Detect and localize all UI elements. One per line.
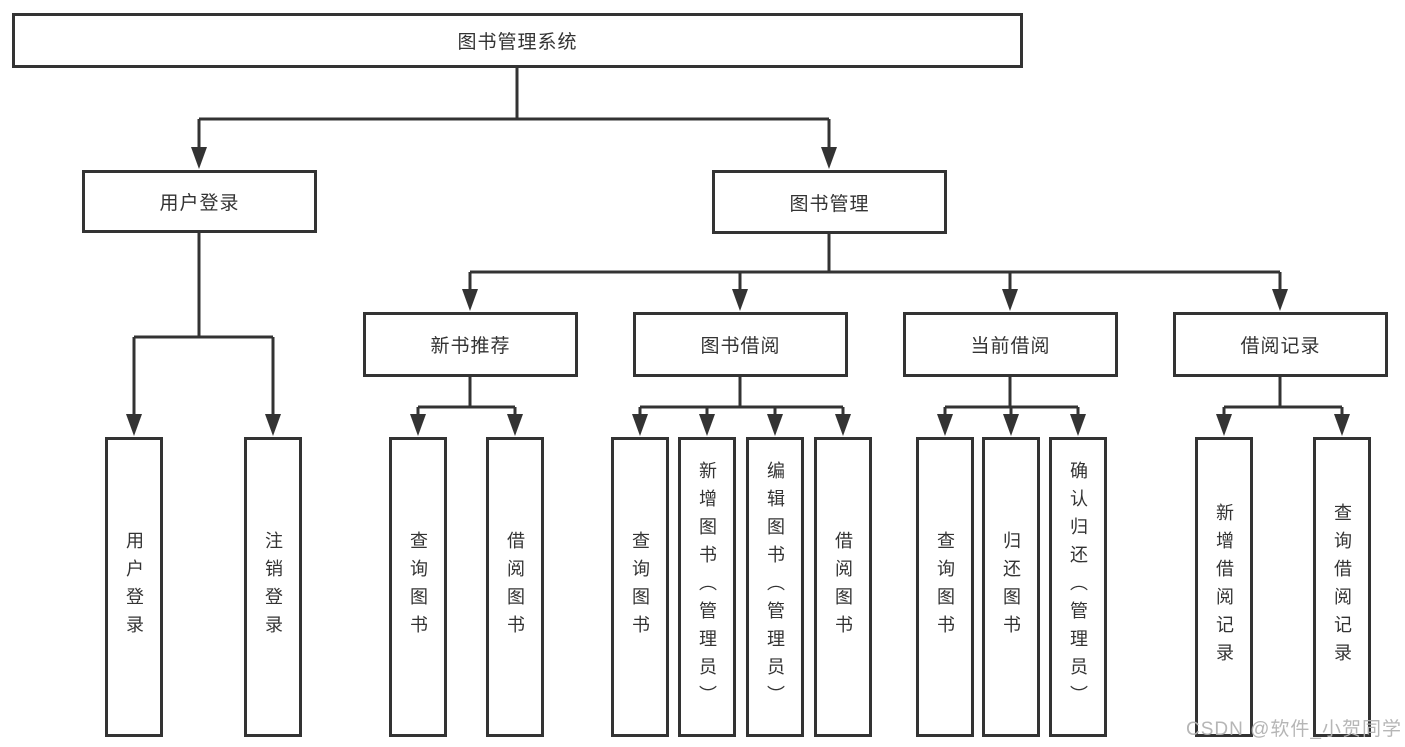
leaf-borrow-books: 借阅图书 — [814, 437, 872, 737]
leaf-query-borrow-record: 查询借阅记录 — [1313, 437, 1371, 737]
node-borrow-records: 借阅记录 — [1173, 312, 1388, 377]
leaf-add-book-admin: 新增图书（管理员） — [678, 437, 736, 737]
leaf-label: 新增图书（管理员） — [697, 461, 717, 713]
leaf-label: 查询图书 — [630, 531, 650, 643]
arrowhead-down-icon — [699, 414, 715, 436]
leaf-user-login: 用户登录 — [105, 437, 163, 737]
arrowhead-down-icon — [126, 414, 142, 436]
arrowhead-down-icon — [191, 147, 207, 169]
node-user-login: 用户登录 — [82, 170, 317, 233]
leaf-label: 确认归还（管理员） — [1068, 461, 1088, 713]
connector-current-borrow-children — [943, 377, 1080, 418]
leaf-label: 用户登录 — [124, 531, 144, 643]
node-new-book-recommend: 新书推荐 — [363, 312, 578, 377]
node-current-borrow: 当前借阅 — [903, 312, 1118, 377]
arrowhead-down-icon — [1334, 414, 1350, 436]
leaf-label: 归还图书 — [1001, 531, 1021, 643]
leaf-confirm-return-admin: 确认归还（管理员） — [1049, 437, 1107, 737]
connector-user-login-children — [132, 233, 275, 418]
leaf-logout-login: 注销登录 — [244, 437, 302, 737]
leaf-label: 新增借阅记录 — [1214, 503, 1234, 671]
arrowhead-down-icon — [410, 414, 426, 436]
leaf-add-borrow-record: 新增借阅记录 — [1195, 437, 1253, 737]
node-label: 用户登录 — [159, 193, 240, 214]
node-label: 新书推荐 — [430, 336, 511, 357]
arrowhead-down-icon — [462, 289, 478, 311]
leaf-label: 查询借阅记录 — [1332, 503, 1352, 671]
csdn-watermark: CSDN @软件_小贺同学 — [1186, 719, 1402, 740]
leaf-query-books-current: 查询图书 — [916, 437, 974, 737]
arrowhead-down-icon — [507, 414, 523, 436]
node-label: 图书管理 — [789, 193, 870, 215]
connector-book-management-children — [468, 234, 1282, 292]
connector-book-borrow-children — [638, 377, 845, 418]
node-library-management-system: 图书管理系统 — [12, 13, 1023, 68]
node-book-management: 图书管理 — [712, 170, 947, 234]
leaf-label: 借阅图书 — [833, 531, 853, 643]
leaf-borrow-books-recommend: 借阅图书 — [486, 437, 544, 737]
leaf-return-book: 归还图书 — [982, 437, 1040, 737]
arrowheads — [126, 147, 1350, 436]
leaf-query-books-borrow: 查询图书 — [611, 437, 669, 737]
arrowhead-down-icon — [1216, 414, 1232, 436]
arrowhead-down-icon — [632, 414, 648, 436]
leaf-label: 查询图书 — [935, 531, 955, 643]
arrowhead-down-icon — [821, 147, 837, 169]
arrowhead-down-icon — [937, 414, 953, 436]
connector-root-to-level2 — [197, 68, 831, 150]
leaf-label: 查询图书 — [408, 531, 428, 643]
node-label: 当前借阅 — [970, 336, 1051, 357]
leaf-label: 编辑图书（管理员） — [765, 461, 785, 713]
leaf-label: 注销登录 — [263, 531, 283, 643]
arrowhead-down-icon — [1002, 289, 1018, 311]
connector-new-book-children — [416, 377, 517, 418]
node-label: 图书借阅 — [700, 336, 781, 357]
arrowhead-down-icon — [1003, 414, 1019, 436]
arrowhead-down-icon — [835, 414, 851, 436]
arrowhead-down-icon — [732, 289, 748, 311]
node-label: 图书管理系统 — [457, 32, 578, 53]
arrowhead-down-icon — [1272, 289, 1288, 311]
node-label: 借阅记录 — [1240, 336, 1321, 357]
arrowhead-down-icon — [265, 414, 281, 436]
arrowhead-down-icon — [1070, 414, 1086, 436]
arrowhead-down-icon — [767, 414, 783, 436]
leaf-query-books-recommend: 查询图书 — [389, 437, 447, 737]
connector-borrow-records-children — [1222, 377, 1344, 418]
node-book-borrow: 图书借阅 — [633, 312, 848, 377]
leaf-label: 借阅图书 — [505, 531, 525, 643]
leaf-edit-book-admin: 编辑图书（管理员） — [746, 437, 804, 737]
